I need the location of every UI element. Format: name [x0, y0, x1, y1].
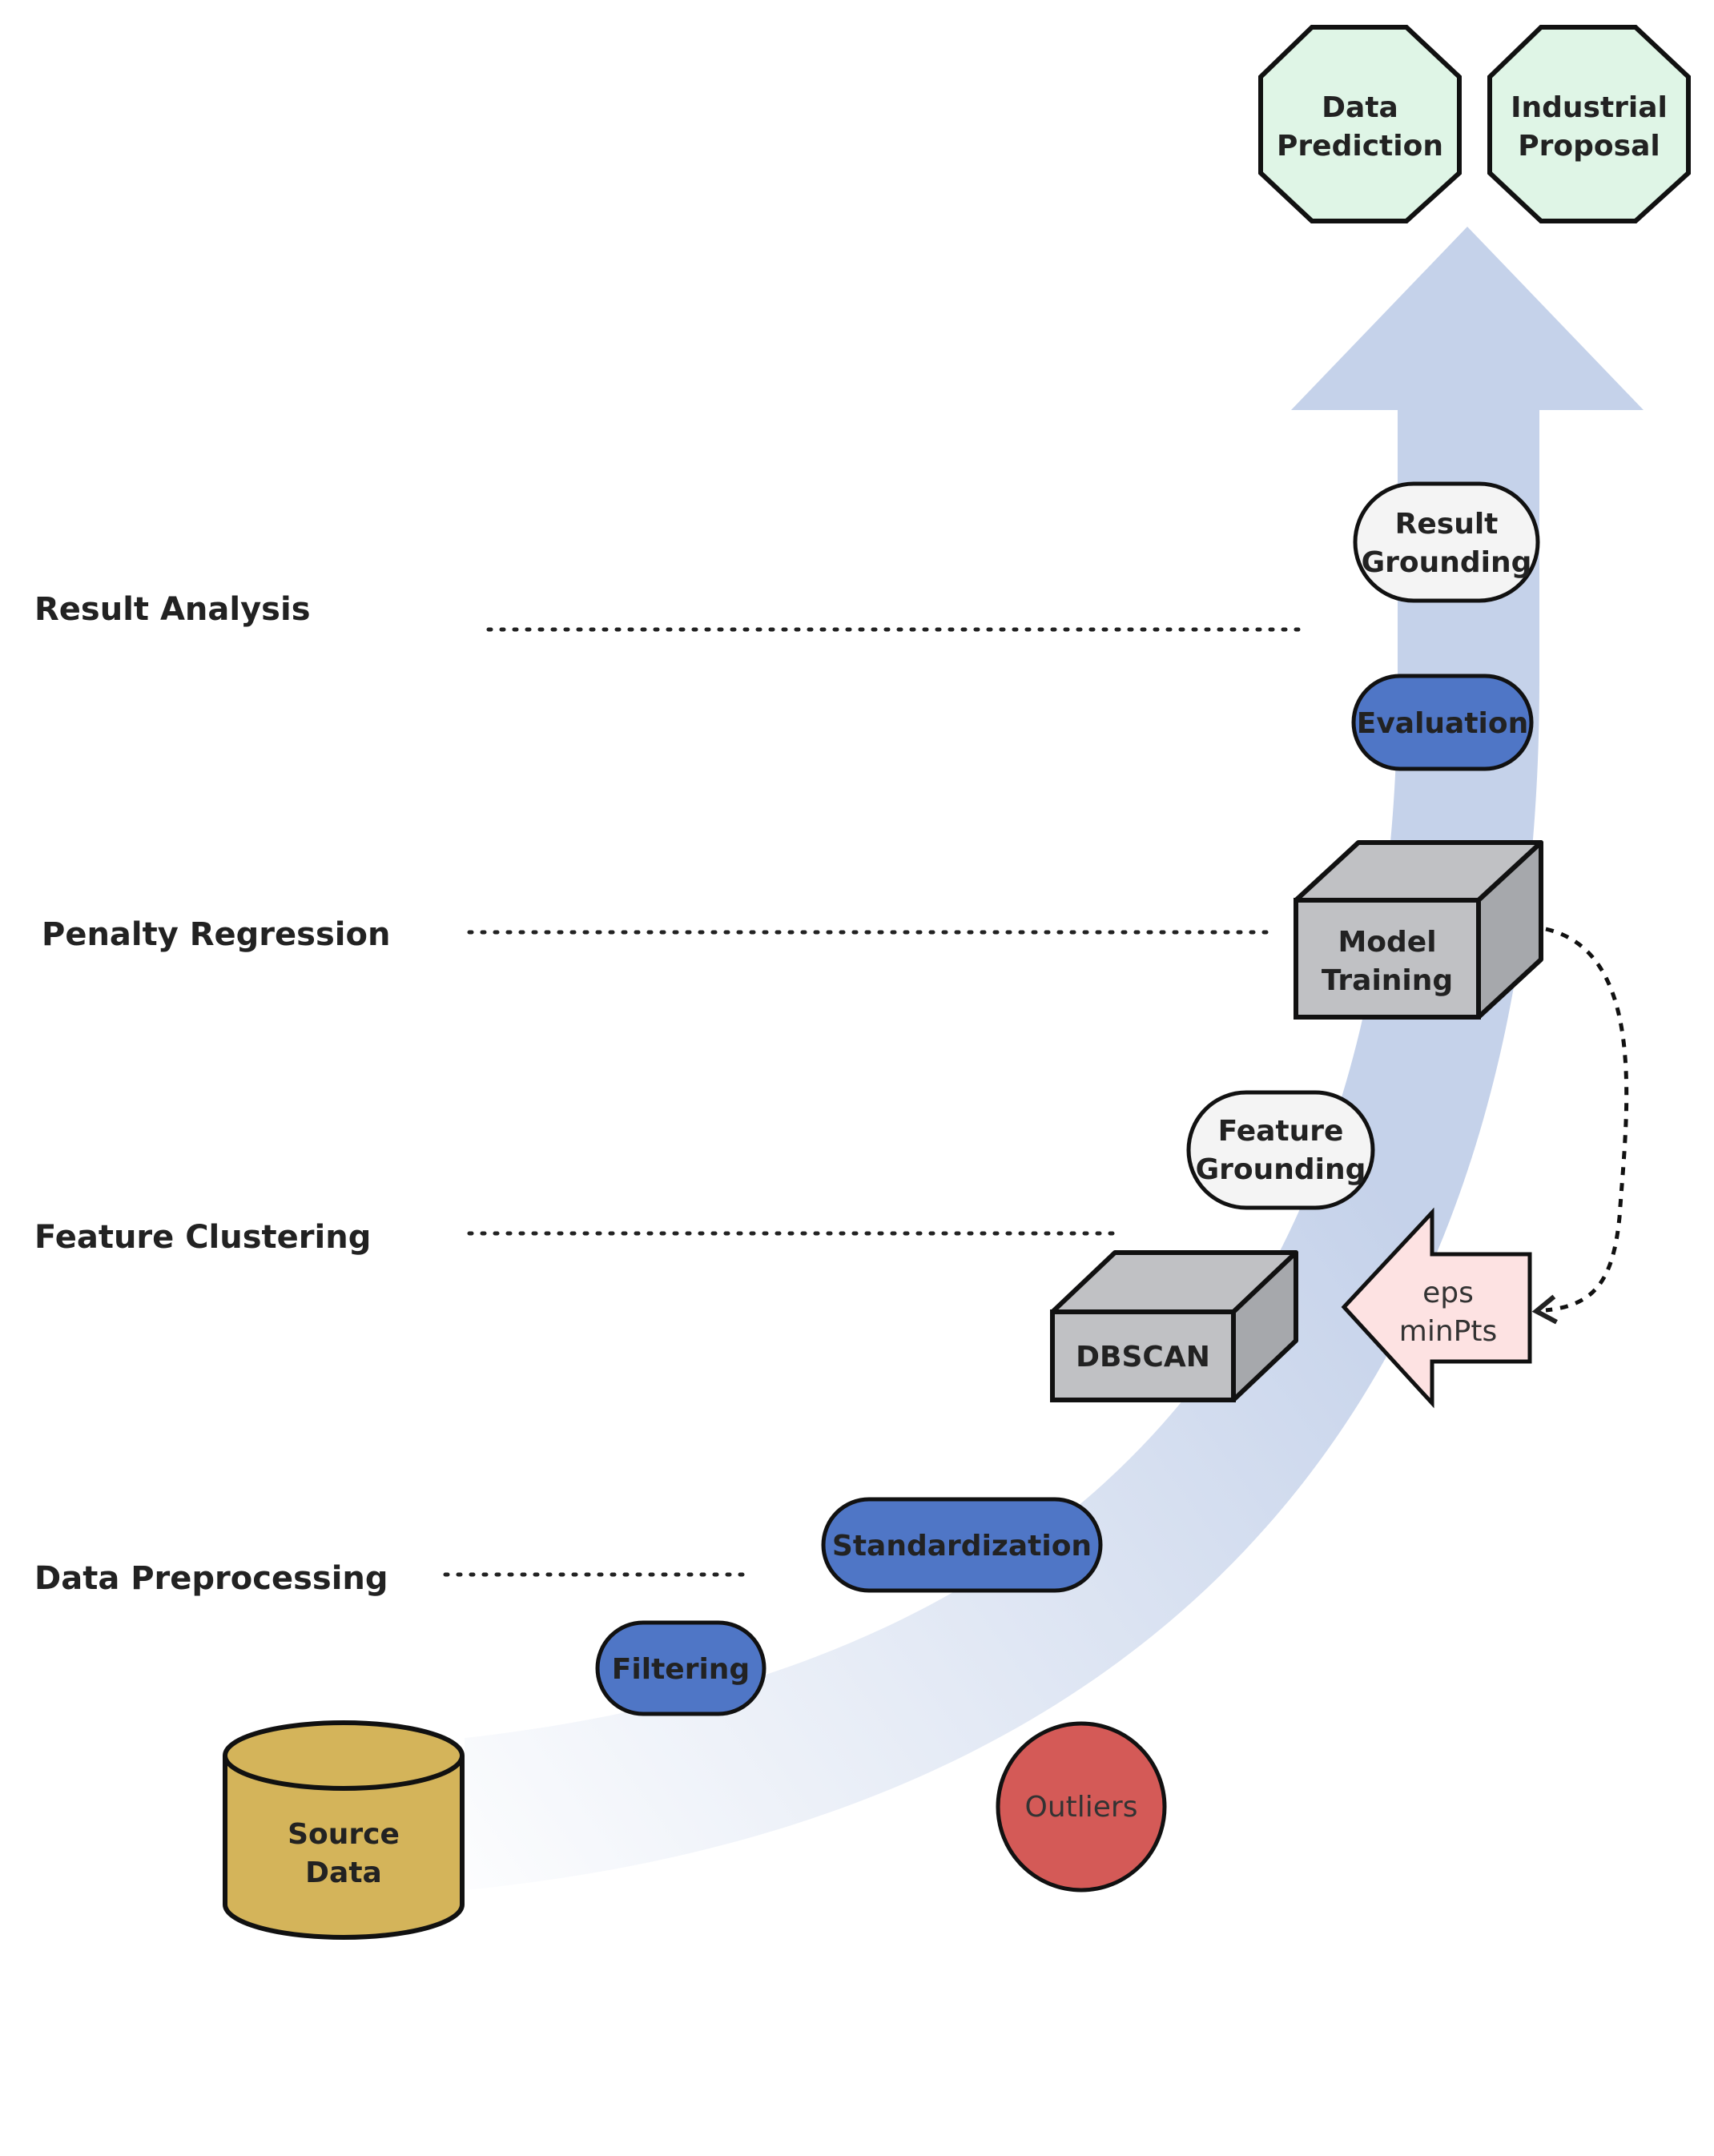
- stage-data-preprocessing: Data Preprocessing: [34, 1560, 388, 1597]
- dbscan-label: DBSCAN: [1076, 1341, 1210, 1374]
- industrial-proposal-octagon-icon: Industrial Proposal: [1487, 25, 1691, 223]
- params-minpts-label: minPts: [1399, 1315, 1497, 1348]
- model-training-cube-icon: Model Training: [1294, 840, 1543, 1020]
- evaluation-label: Evaluation: [1357, 707, 1529, 740]
- filtering-label: Filtering: [612, 1653, 750, 1686]
- data-prediction-octagon-icon: Data Prediction: [1258, 25, 1462, 223]
- source-data-cylinder-icon: Source Data: [223, 1720, 465, 1940]
- stage-result-analysis: Result Analysis: [34, 591, 311, 628]
- model-training-label-line2: Training: [1322, 964, 1453, 997]
- outliers-label: Outliers: [1025, 1791, 1138, 1824]
- industrial-proposal-label-line1: Industrial: [1511, 91, 1668, 124]
- params-eps-label: eps: [1422, 1277, 1474, 1309]
- feature-grounding-label-line2: Grounding: [1196, 1153, 1366, 1186]
- stage-feature-clustering: Feature Clustering: [34, 1219, 371, 1256]
- feedback-dashed-arrow: [1531, 927, 1629, 1325]
- feature-grounding-label-line1: Feature: [1218, 1115, 1344, 1148]
- model-training-label-line1: Model: [1338, 926, 1436, 959]
- result-grounding-node: Result Grounding: [1353, 481, 1540, 603]
- standardization-node: Standardization: [821, 1497, 1103, 1593]
- data-prediction-label-line2: Prediction: [1277, 130, 1443, 163]
- result-grounding-label-line2: Grounding: [1362, 546, 1532, 579]
- standardization-label: Standardization: [832, 1530, 1092, 1563]
- outliers-node: Outliers: [996, 1721, 1167, 1893]
- evaluation-node: Evaluation: [1351, 674, 1534, 771]
- dbscan-cube-icon: DBSCAN: [1050, 1250, 1298, 1402]
- filtering-node: Filtering: [595, 1620, 766, 1716]
- data-prediction-label-line1: Data: [1322, 91, 1398, 124]
- stage-penalty-regression: Penalty Regression: [42, 916, 390, 953]
- result-grounding-label-line1: Result: [1395, 508, 1499, 541]
- source-data-label-line1: Source: [288, 1818, 400, 1851]
- feature-grounding-node: Feature Grounding: [1186, 1090, 1375, 1210]
- params-left-arrow-icon: eps minPts: [1341, 1207, 1532, 1409]
- industrial-proposal-label-line2: Proposal: [1518, 130, 1660, 163]
- source-data-label-line2: Data: [305, 1856, 382, 1889]
